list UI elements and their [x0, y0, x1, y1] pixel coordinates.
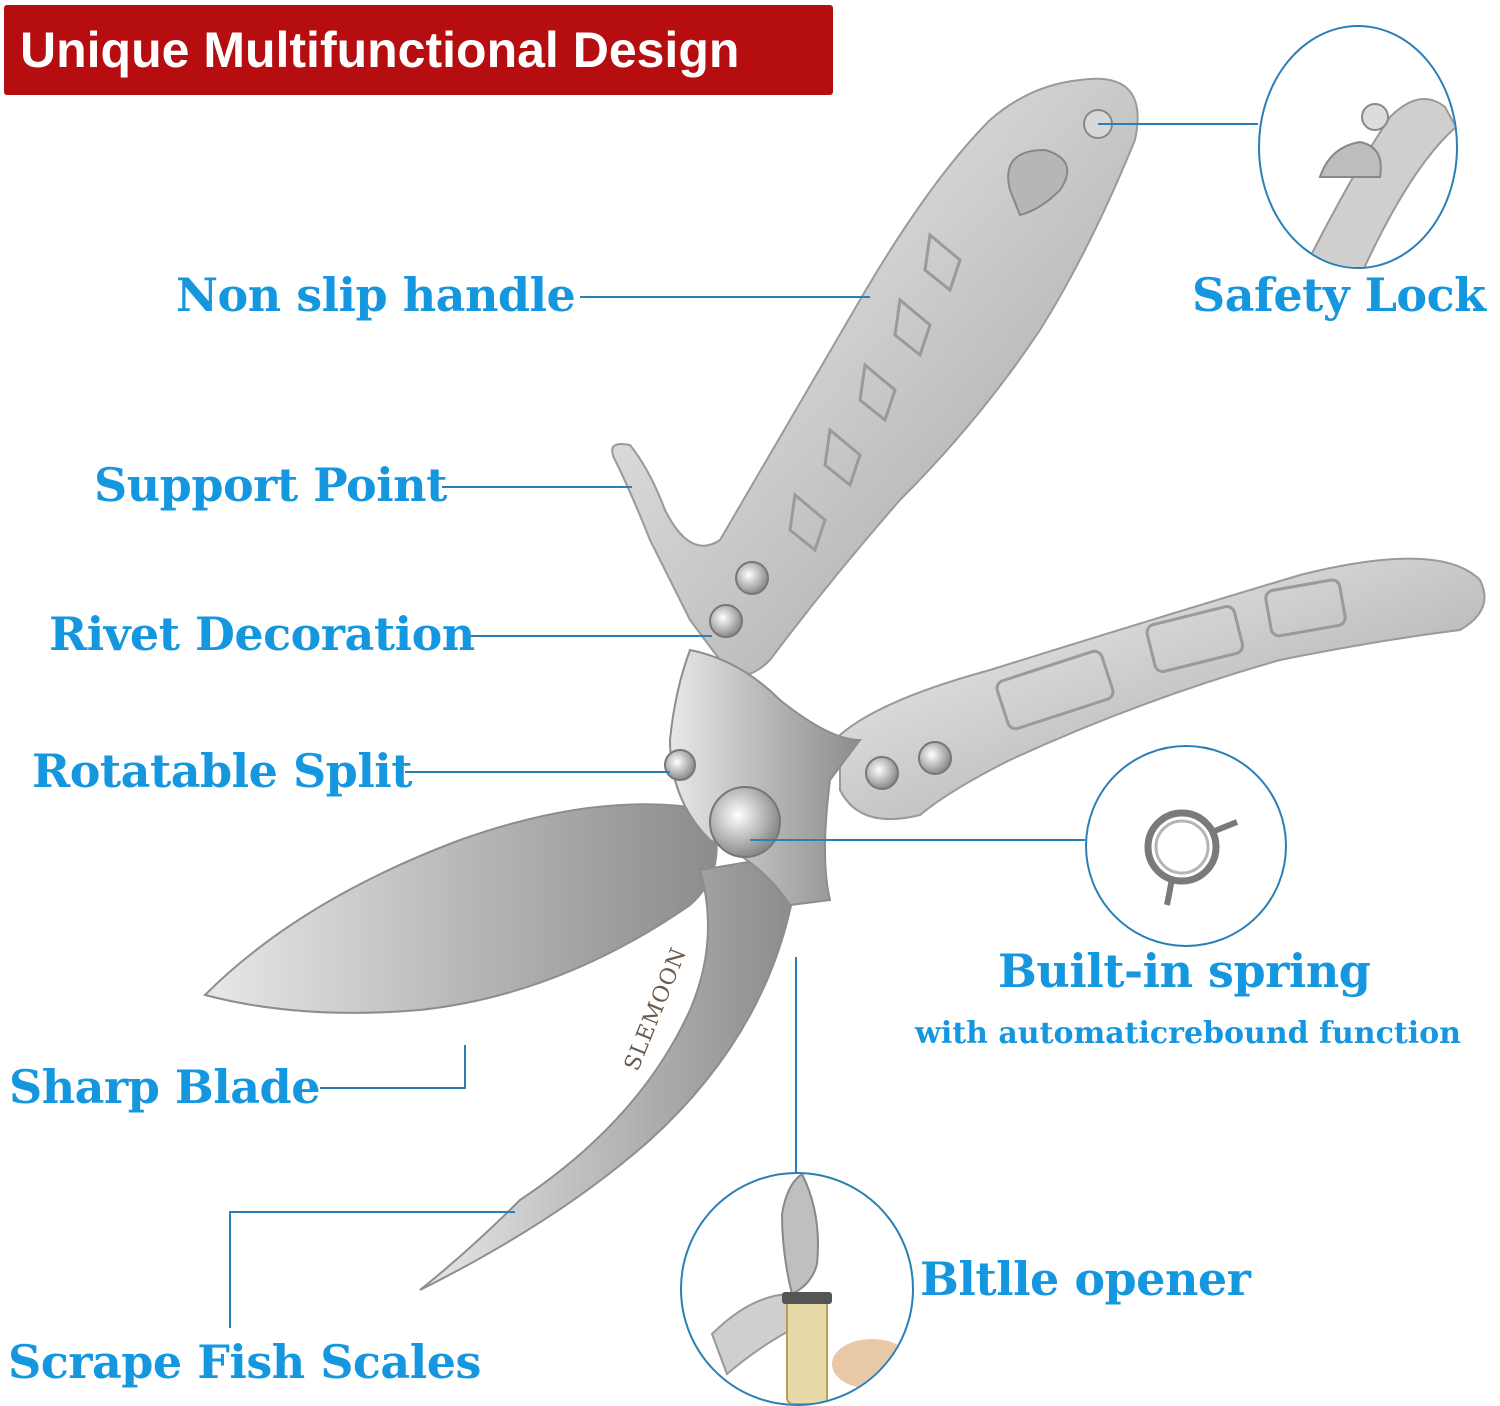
upper-blade — [203, 803, 718, 1014]
label-safety-lock: Safety Lock — [1192, 268, 1486, 322]
spring-detail — [1085, 745, 1287, 947]
leader-sharp-blade — [320, 1045, 466, 1089]
label-non-slip-handle: Non slip handle — [176, 268, 576, 322]
banner-title: Unique Multifunctional Design — [20, 22, 740, 78]
leader-fish-scales — [229, 1211, 515, 1328]
label-built-in-spring: Built-in spring — [998, 944, 1371, 998]
lower-blade — [419, 858, 793, 1291]
title-banner: Unique Multifunctional Design — [4, 5, 833, 95]
label-rotatable-split: Rotatable Split — [32, 744, 413, 798]
label-bottle-opener: Bltlle opener — [920, 1252, 1251, 1306]
label-built-in-spring-sub: with automaticrebound function — [915, 1016, 1461, 1051]
lock-latch — [1007, 148, 1069, 217]
lower-handle — [839, 557, 1486, 821]
safety-lock-detail — [1258, 25, 1458, 269]
label-scrape-fish-scales: Scrape Fish Scales — [8, 1335, 481, 1389]
label-support-point: Support Point — [94, 458, 447, 512]
label-sharp-blade: Sharp Blade — [9, 1060, 320, 1114]
lower-rivets — [865, 741, 952, 790]
upper-rivets — [709, 561, 769, 638]
upper-handle — [611, 77, 1139, 676]
bottle-opener-detail — [680, 1172, 914, 1406]
label-rivet-decoration: Rivet Decoration — [49, 607, 475, 661]
main-pivot — [709, 786, 781, 858]
split-screw — [664, 749, 696, 781]
